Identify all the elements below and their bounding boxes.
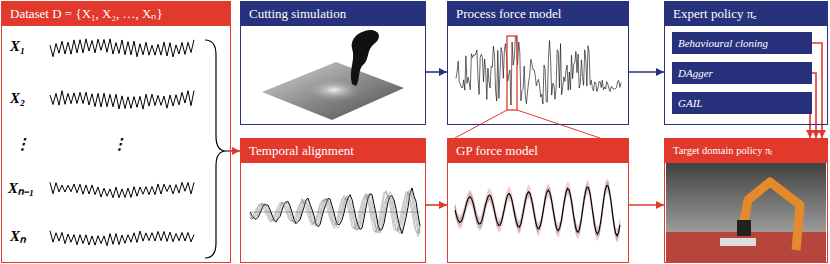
zoom-window <box>507 36 517 110</box>
flow-arrow <box>426 71 447 73</box>
brace <box>205 40 231 258</box>
signal-name: X₂ <box>10 90 25 107</box>
gp-sample <box>455 183 620 241</box>
flow-arrow <box>812 73 816 138</box>
method-label: Behavioural cloning <box>672 32 812 54</box>
aligned-signal <box>250 190 420 233</box>
panel-heading: Target domain policy πₜ <box>665 139 827 163</box>
work-table <box>666 232 826 262</box>
signal-trace <box>50 182 194 197</box>
confidence-band <box>455 179 620 243</box>
force-signal <box>456 36 621 105</box>
panel-heading: Temporal alignment <box>241 139 425 163</box>
policy-panel: Expert policy πₑ Behavioural cloningDAgge… <box>664 1 828 125</box>
policy-panel: Target domain policy πₜ <box>664 138 828 263</box>
robot-photo <box>666 160 826 262</box>
aligned-signal <box>250 191 420 237</box>
gp-sample <box>455 182 620 236</box>
signal-name: Xₙ <box>10 228 26 245</box>
panel-heading: GP force model <box>448 139 628 163</box>
aligned-signal <box>250 191 420 233</box>
aligned-signal <box>250 192 420 234</box>
workpiece-surface <box>262 62 404 120</box>
method-box: GAIL <box>672 92 812 114</box>
gp-sample <box>455 181 620 237</box>
flow-arrow <box>629 71 664 73</box>
gp-mean <box>455 186 620 236</box>
method-box: Behavioural cloning <box>672 32 812 54</box>
method-label: GAIL <box>672 92 812 114</box>
signal-trace <box>50 91 194 110</box>
signal-trace <box>50 39 194 57</box>
signal-trace <box>50 231 194 246</box>
panel-heading: Cutting simulation <box>241 2 425 26</box>
signal-name: Xₙ₋₁ <box>8 180 34 197</box>
method-label: DAgger <box>672 62 812 84</box>
zoom-lines <box>455 110 600 138</box>
flow-arrow <box>231 150 240 152</box>
signal-name: ⋮ <box>15 136 30 153</box>
flow-arrow <box>426 204 447 206</box>
cutting-tool <box>351 30 379 86</box>
signal-name: ⋮ <box>112 136 127 153</box>
panel-heading: Process force model <box>448 2 628 26</box>
axis-line <box>250 212 420 213</box>
process-panel: Cutting simulation <box>240 1 426 125</box>
robot-gripper <box>737 220 751 236</box>
process-panel: Process force model <box>447 1 629 125</box>
flow-arrow <box>812 43 822 138</box>
dataset-panel: Dataset D = {X₁, X₂, …, Xₙ} <box>1 1 231 263</box>
process-panel: Temporal alignment <box>240 138 426 263</box>
flow-arrow <box>629 204 664 206</box>
workpiece <box>720 238 756 246</box>
signal-name: X₁ <box>10 38 25 55</box>
panel-heading: Dataset D = {X₁, X₂, …, Xₙ} <box>2 2 230 26</box>
panel-heading: Expert policy πₑ <box>665 2 827 26</box>
method-box: DAgger <box>672 62 812 84</box>
aligned-signal <box>250 188 420 234</box>
process-panel: GP force model <box>447 138 629 263</box>
